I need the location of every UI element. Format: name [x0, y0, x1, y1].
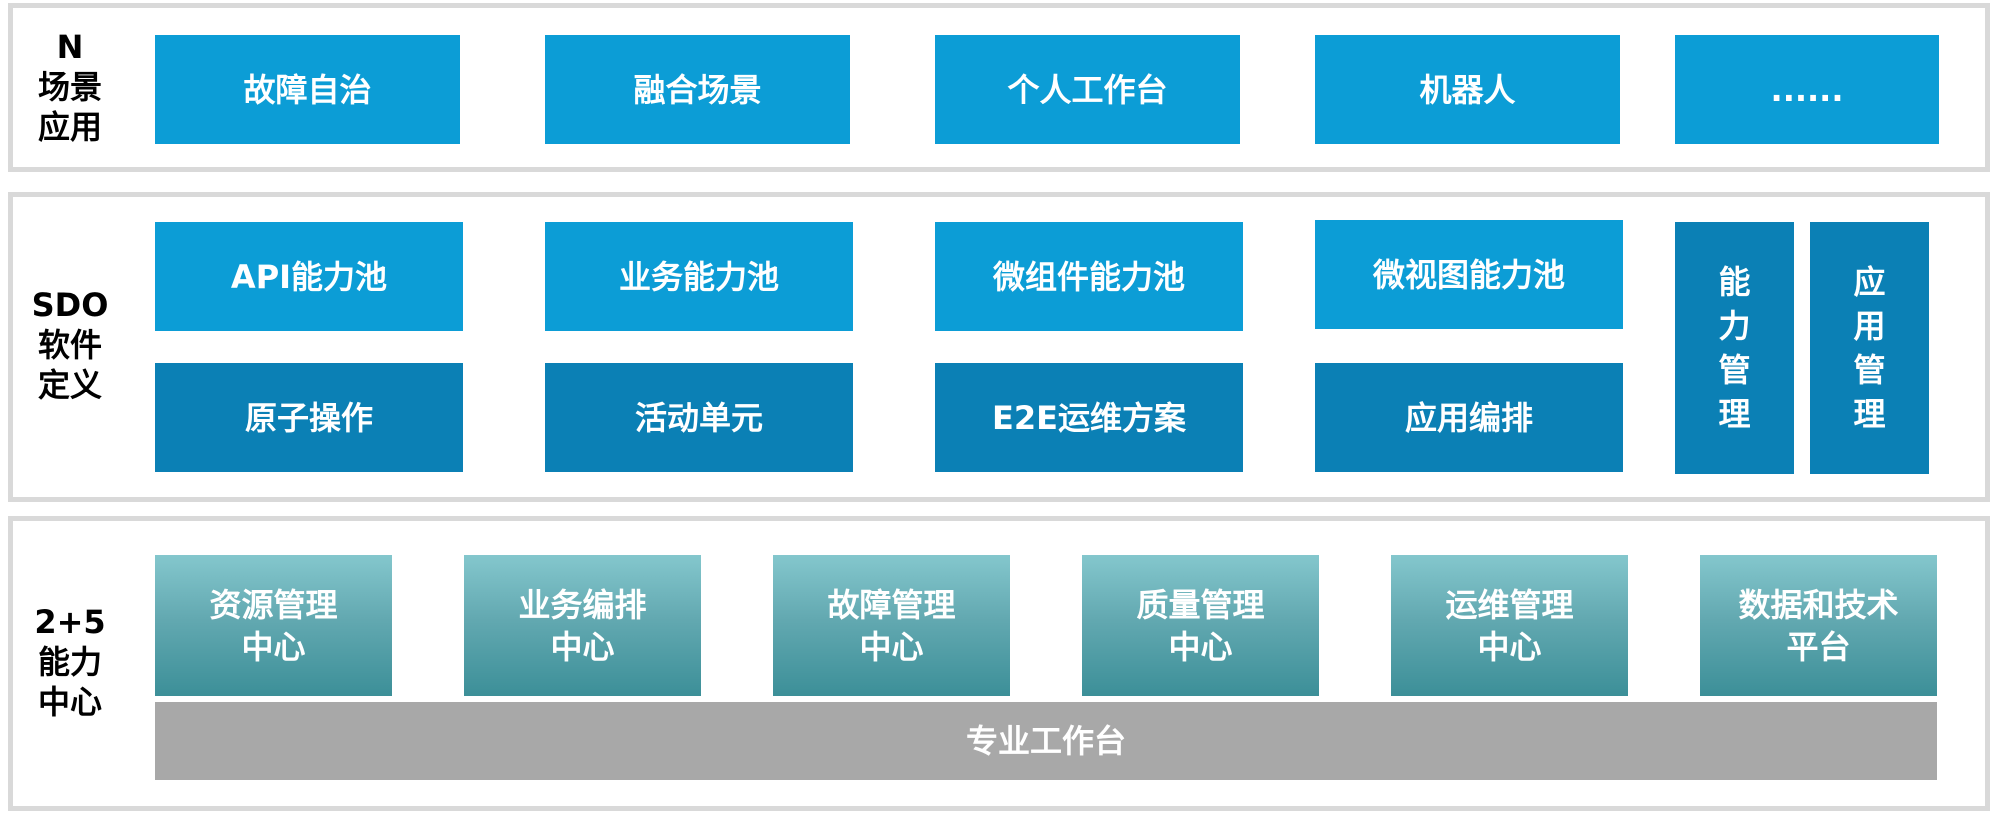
scene-box: 融合场景: [545, 35, 850, 144]
center-line: 中心: [550, 627, 615, 666]
sdo-component-box: 应用编排: [1315, 363, 1623, 472]
sdo-label-line: 定义: [37, 366, 102, 404]
center-line: 中心: [1168, 627, 1233, 666]
scene-box: 故障自治: [155, 35, 460, 144]
centers-label-line: 2+5: [34, 603, 106, 641]
center-line: 中心: [1477, 627, 1542, 666]
vertical-char: 管: [1718, 351, 1751, 389]
center-line: 质量管理: [1136, 585, 1265, 624]
professional-workbench-bar: 专业工作台: [155, 702, 1937, 780]
sdo-layer-label: SDO 软件 定义: [14, 280, 126, 410]
sdo-label-line: 软件: [37, 326, 102, 364]
center-line: 中心: [859, 627, 924, 666]
vertical-char: 力: [1718, 307, 1751, 345]
capability-center-box: 运维管理 中心: [1391, 555, 1628, 696]
vertical-char: 管: [1853, 351, 1886, 389]
sdo-label-line: SDO: [31, 286, 109, 324]
scene-box: 个人工作台: [935, 35, 1240, 144]
scene-box: 机器人: [1315, 35, 1620, 144]
sdo-component-box: 活动单元: [545, 363, 853, 472]
center-line: 数据和技术: [1738, 585, 1899, 624]
application-management-box: 应 用 管 理: [1810, 222, 1929, 474]
center-line: 业务编排: [518, 585, 647, 624]
scene-label-line: N: [56, 28, 84, 66]
center-line: 故障管理: [827, 585, 956, 624]
center-line: 资源管理: [209, 585, 338, 624]
vertical-char: 应: [1853, 263, 1886, 301]
scene-label-line: 应用: [37, 108, 102, 146]
capability-center-box: 资源管理 中心: [155, 555, 392, 696]
center-line: 中心: [241, 627, 306, 666]
sdo-component-box: 原子操作: [155, 363, 463, 472]
vertical-char: 能: [1718, 263, 1751, 301]
centers-label-line: 中心: [37, 683, 102, 721]
data-tech-platform-box: 数据和技术 平台: [1700, 555, 1937, 696]
vertical-char: 理: [1853, 395, 1886, 433]
vertical-char: 用: [1853, 307, 1886, 345]
capability-center-box: 故障管理 中心: [773, 555, 1010, 696]
scene-layer-label: N 场景 应用: [14, 20, 126, 154]
scene-label-line: 场景: [37, 68, 102, 106]
capability-management-box: 能 力 管 理: [1675, 222, 1794, 474]
capability-pool-box: 微视图能力池: [1315, 220, 1623, 329]
center-line: 平台: [1786, 627, 1851, 666]
capability-center-box: 业务编排 中心: [464, 555, 701, 696]
capability-pool-box: API能力池: [155, 222, 463, 331]
centers-label-line: 能力: [37, 643, 102, 681]
sdo-component-box: E2E运维方案: [935, 363, 1243, 472]
capability-pool-box: 微组件能力池: [935, 222, 1243, 331]
center-line: 运维管理: [1445, 585, 1574, 624]
vertical-char: 理: [1718, 395, 1751, 433]
capability-center-box: 质量管理 中心: [1082, 555, 1319, 696]
capability-pool-box: 业务能力池: [545, 222, 853, 331]
centers-layer-label: 2+5 能力 中心: [14, 598, 126, 726]
scene-box-more: ......: [1675, 35, 1939, 144]
